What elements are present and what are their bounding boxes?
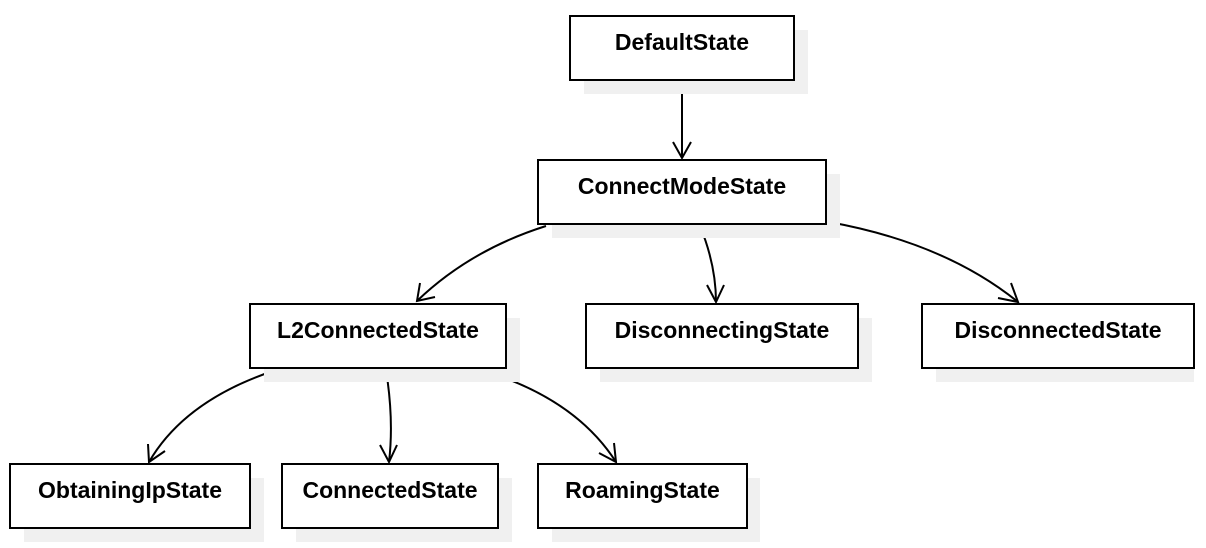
- edge-l2connected-to-roaming: [480, 369, 617, 463]
- state-node-connected: ConnectedState: [281, 463, 499, 529]
- state-node-disconnected: DisconnectedState: [921, 303, 1195, 369]
- state-node-label: ConnectModeState: [577, 173, 787, 199]
- state-node-label: ObtainingIpState: [38, 477, 222, 503]
- edge-connectmode-to-disconnected: [828, 221, 1019, 303]
- arrowhead-l2connected-to-connected: [379, 444, 398, 465]
- edge-l2connected-to-connected: [385, 369, 392, 463]
- arrowhead-connectmode-to-disconnected: [997, 282, 1020, 304]
- state-node-connectmode: ConnectModeState: [537, 159, 827, 225]
- state-node-disconnecting: DisconnectingState: [585, 303, 859, 369]
- state-node-roaming: RoamingState: [537, 463, 748, 529]
- arrowhead-connectmode-to-l2connected: [415, 282, 436, 303]
- arrowhead-default-to-connectmode: [672, 141, 692, 161]
- state-node-label: RoamingState: [565, 477, 720, 503]
- state-node-label: DisconnectingState: [614, 317, 830, 343]
- state-node-label: ConnectedState: [302, 477, 478, 503]
- arrowhead-connectmode-to-disconnecting: [706, 284, 725, 305]
- state-node-label: DisconnectedState: [954, 317, 1162, 343]
- arrowhead-l2connected-to-roaming: [598, 442, 618, 464]
- state-node-obtainingip: ObtainingIpState: [9, 463, 251, 529]
- edge-l2connected-to-obtainingip: [148, 369, 277, 463]
- state-node-default: DefaultState: [569, 15, 795, 81]
- state-node-label: L2ConnectedState: [277, 317, 479, 343]
- edge-connectmode-to-l2connected: [416, 225, 547, 302]
- arrowhead-l2connected-to-obtainingip: [147, 443, 166, 464]
- state-node-l2connected: L2ConnectedState: [249, 303, 507, 369]
- state-node-label: DefaultState: [614, 29, 750, 55]
